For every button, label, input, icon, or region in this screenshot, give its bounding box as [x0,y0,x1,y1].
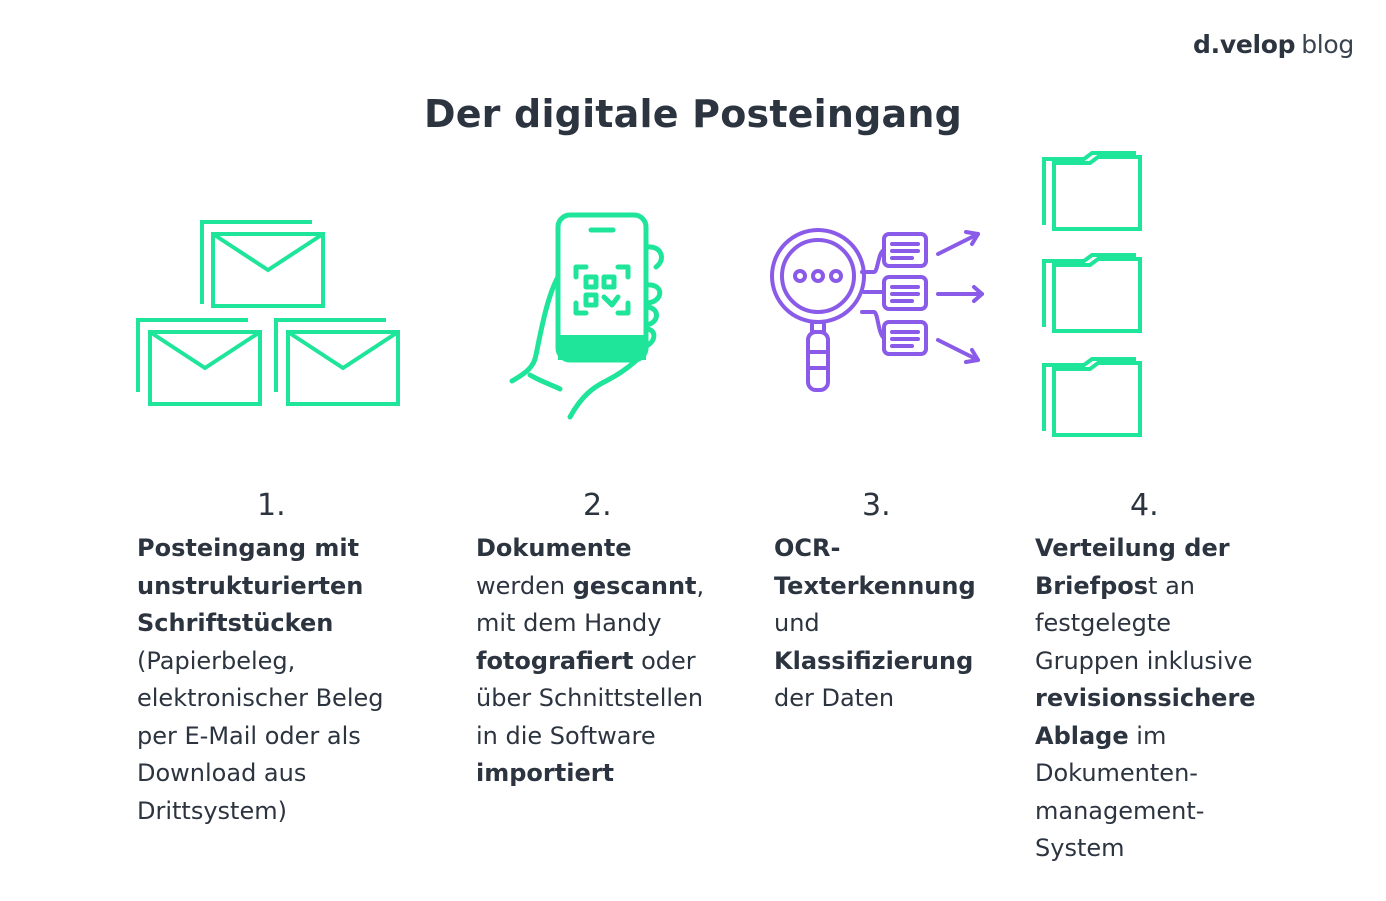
bold-text: fotografiert [476,646,634,675]
text: System [1035,834,1125,862]
bold-text: importiert [476,759,615,787]
bold-text: Dokumente [476,534,632,562]
description-line: der Daten [774,680,976,718]
description-line: Verteilung der [1035,530,1256,568]
bold-text: revisionssichere [1035,684,1256,712]
text: Dokumenten- [1035,759,1198,787]
text: Drittsystem) [137,796,287,825]
bold-text: Briefpos [1035,571,1149,600]
description-line: festgelegte [1035,605,1256,643]
envelopes-icon [136,220,400,406]
bold-text: Schriftstücken [137,609,334,637]
description-line: fotografiert oder [476,643,704,681]
bold-text: gescannt [572,571,697,600]
description-line: Ablage im [1035,718,1256,756]
text: (Papierbeleg, [137,646,296,675]
description-line: Posteingang mit [137,530,383,568]
description-line: Dokumente [476,530,704,568]
bold-text: unstrukturierten [137,571,364,600]
description-line: Drittsystem) [137,793,383,831]
text: Download aus [137,759,307,787]
step-2-number: 2. [583,488,612,523]
bold-text: Texterkennung [774,571,976,600]
text: management- [1035,796,1205,825]
step-4-number: 4. [1130,488,1159,523]
bold-text: Ablage [1035,721,1129,750]
description-line: Dokumenten- [1035,755,1256,793]
text: mit dem Handy [476,609,662,637]
text: im [1128,721,1167,750]
step-2-description: Dokumente werden gescannt, mit dem Handy fo… [476,530,704,793]
text: in die Software [476,721,656,750]
description-line: Gruppen inklusive [1035,643,1256,681]
description-line: Schriftstücken [137,605,383,643]
description-line: importiert [476,755,704,793]
text: über Schnittstellen [476,684,704,712]
description-line: Download aus [137,755,383,793]
description-line: werden gescannt, [476,568,704,606]
description-line: per E-Mail oder als [137,718,383,756]
text: elektronischer Beleg [137,684,384,712]
description-line: OCR- [774,530,976,568]
description-line: (Papierbeleg, [137,643,383,681]
description-line: in die Software [476,718,704,756]
brand-name: d.velop [1193,30,1296,59]
ocr-magnifier-icon [770,228,984,392]
bold-text: Klassifizierung [774,646,974,675]
description-line: Texterkennung [774,568,976,606]
text: festgelegte [1035,609,1171,637]
bold-text: OCR- [774,534,841,562]
description-line: revisionssichere [1035,680,1256,718]
description-line: mit dem Handy [476,605,704,643]
description-line: System [1035,830,1256,868]
description-line: elektronischer Beleg [137,680,383,718]
step-3-number: 3. [862,488,891,523]
description-line: und [774,605,976,643]
step-1-number: 1. [257,488,286,523]
text: werden [476,571,573,600]
bold-text: Posteingang mit [137,534,360,562]
description-line: unstrukturierten [137,568,383,606]
page-title: Der digitale Posteingang [423,92,963,136]
text: Gruppen inklusive [1035,646,1253,675]
bold-text: Verteilung der [1035,534,1230,562]
description-line: Briefpost an [1035,568,1256,606]
phone-scan-icon [509,212,664,420]
text: der Daten [774,684,895,712]
description-line: über Schnittstellen [476,680,704,718]
description-line: management- [1035,793,1256,831]
folders-icon [1042,151,1142,437]
brand-suffix: blog [1301,30,1354,59]
text: t an [1148,571,1195,600]
text: oder [633,646,696,675]
description-line: Klassifizierung [774,643,976,681]
text: und [774,609,820,637]
text: , [696,571,705,600]
text: per E-Mail oder als [137,721,361,750]
